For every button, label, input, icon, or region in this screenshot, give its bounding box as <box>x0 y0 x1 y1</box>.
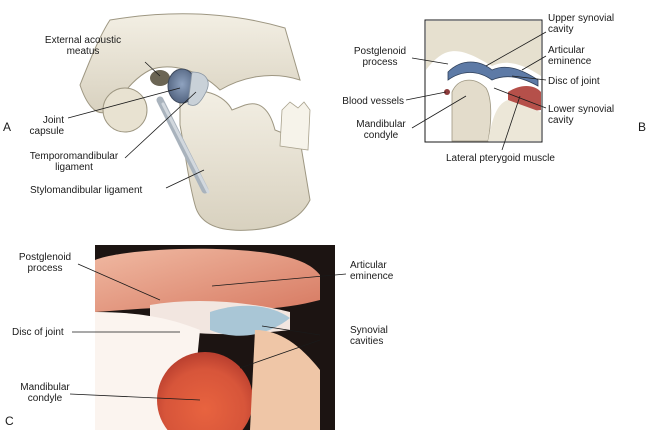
leader-b-postglenoid-process <box>411 57 449 65</box>
panel-b-letter: B <box>638 120 647 134</box>
label-c-articular-eminence: Articular eminence <box>350 260 394 282</box>
label-b-blood-vessels: Blood vessels <box>342 96 404 107</box>
leader-b-upper-synovial-cavity <box>485 31 547 67</box>
panel-c-letter: C <box>5 414 14 428</box>
stylomandibular-ligament-shape <box>161 102 210 194</box>
label-b-lower-synovial-cavity: Lower synovial cavity <box>548 104 615 126</box>
leader-c-mandibular-condyle <box>69 393 201 401</box>
panel-c-condyle <box>157 352 253 430</box>
leader-lines <box>67 31 547 401</box>
leader-c-articular-eminence <box>211 273 347 287</box>
label-c-synovial-cavities: Synovial cavities <box>350 325 388 347</box>
leader-a-external-acoustic-meatus <box>144 61 161 77</box>
tm-ligament-shape <box>187 71 209 106</box>
panel-c-right-tissue <box>250 330 320 430</box>
leader-b-blood-vessels <box>405 91 447 101</box>
label-c-disc-of-joint: Disc of joint <box>12 327 64 338</box>
panel-c-cavity <box>210 305 290 336</box>
label-b-upper-synovial-cavity: Upper synovial cavity <box>548 13 615 35</box>
leader-a-temporomandibular-ligament <box>124 91 197 159</box>
leader-c-synovial-cavity-2 <box>239 339 321 369</box>
teeth <box>279 101 311 151</box>
label-temporomandibular-ligament: Temporomandibular ligament <box>29 151 119 173</box>
label-b-disc-of-joint: Disc of joint <box>548 76 600 87</box>
label-joint-capsule: Joint capsule <box>29 115 64 137</box>
panel-b-condyle <box>451 79 492 142</box>
leader-a-stylomandibular-ligament <box>165 169 205 189</box>
leader-b-disc-of-joint <box>511 75 547 81</box>
label-stylomandibular-ligament: Stylomandibular ligament <box>30 185 143 196</box>
label-b-mandibular-condyle: Mandibular condyle <box>356 119 406 141</box>
leader-a-joint-capsule <box>67 87 181 119</box>
panel-b-lower-tissue <box>488 100 541 141</box>
panel-a-letter: A <box>3 120 12 134</box>
leader-c-postglenoid-process <box>77 263 161 301</box>
label-c-postglenoid-process: Postglenoid process <box>18 252 72 274</box>
label-b-articular-eminence: Articular eminence <box>548 45 592 67</box>
leader-b-lower-synovial-cavity <box>493 87 547 109</box>
label-c-mandibular-condyle: Mandibular condyle <box>20 382 70 404</box>
leader-c-synovial-cavity-1 <box>261 325 321 336</box>
mandible <box>179 90 311 231</box>
leader-b-mandibular-condyle <box>411 95 467 129</box>
mastoid <box>102 87 148 133</box>
label-external-acoustic-meatus: External acoustic meatus <box>44 35 122 57</box>
panel-b-vessel <box>444 89 450 95</box>
label-b-lateral-pterygoid-muscle: Lateral pterygoid muscle <box>446 153 555 164</box>
panel-b-temporal-bone <box>426 21 541 76</box>
leader-b-articular-eminence <box>521 55 547 71</box>
temporal-bone <box>79 13 301 113</box>
label-b-postglenoid-process: Postglenoid process <box>353 46 407 68</box>
panel-b-disc <box>447 61 539 87</box>
leader-b-lateral-pterygoid-muscle <box>501 95 521 151</box>
external-acoustic-meatus-hole <box>150 70 170 86</box>
